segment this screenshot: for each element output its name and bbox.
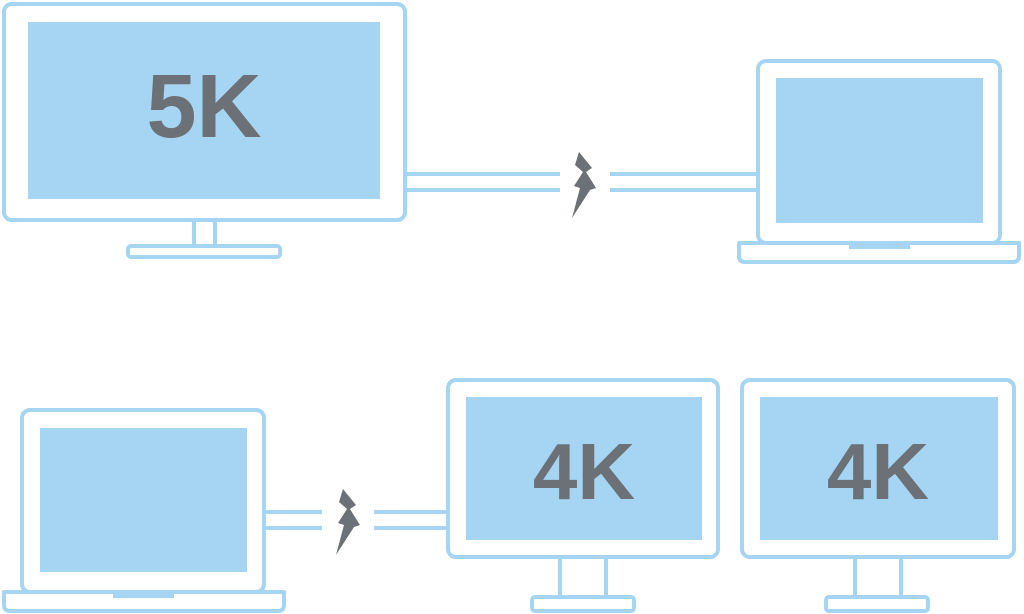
monitor-neck: [558, 555, 608, 599]
laptop-top: [737, 59, 1021, 264]
monitor-base: [824, 595, 930, 613]
monitor-screen: [466, 397, 702, 540]
monitor-screen: [760, 397, 998, 540]
monitor-5k: 5K: [2, 2, 407, 259]
display-label-4k: 4K: [827, 427, 929, 516]
monitor-base: [126, 244, 282, 259]
top-thunderbolt-cable: [405, 172, 758, 192]
laptop-notch: [113, 592, 174, 598]
monitor-4k-2: 4K: [740, 378, 1016, 613]
laptop-screen: [776, 78, 983, 223]
monitor-base: [530, 595, 636, 613]
laptop-base: [737, 241, 1021, 264]
laptop-base: [2, 590, 286, 613]
laptop-screen: [40, 428, 247, 572]
monitor-screen: [28, 22, 380, 199]
thunderbolt-icon: [336, 489, 360, 555]
top-setup: 5K: [2, 2, 1021, 264]
monitor-4k-1: 4K: [446, 378, 720, 613]
laptop-bottom: [2, 408, 286, 613]
laptop-notch: [849, 243, 910, 249]
monitor-neck: [192, 218, 217, 248]
thunderbolt-icon: [572, 152, 596, 218]
bottom-thunderbolt-cable: [264, 510, 448, 530]
display-label-4k: 4K: [533, 427, 635, 516]
bottom-setup: 4K 4K: [2, 378, 1016, 613]
monitor-neck: [853, 555, 903, 599]
display-label-5k: 5K: [146, 57, 261, 157]
